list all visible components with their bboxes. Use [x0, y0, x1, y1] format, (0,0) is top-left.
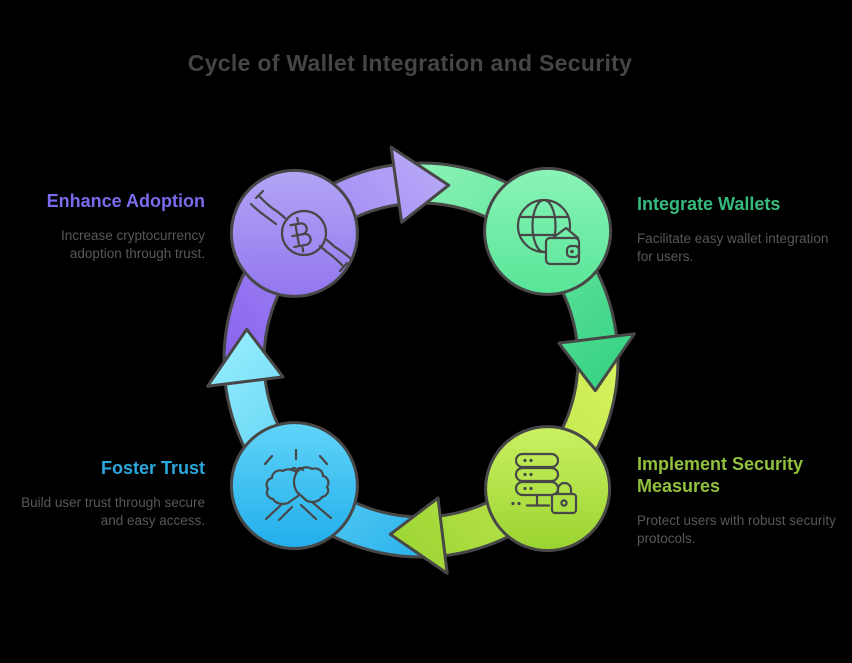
node-label-implement-security: Implement Security Measures [637, 454, 804, 496]
node-text-implement-security: Implement Security Measures Protect user… [637, 454, 852, 548]
node-description-integrate-wallets: Facilitate easy wallet integration for u… [637, 230, 829, 265]
node-label-integrate-wallets: Integrate Wallets [637, 194, 781, 214]
server-lock-icon [511, 452, 578, 515]
node-label-foster-trust: Foster Trust [100, 458, 205, 478]
node-circle-implement-security [484, 425, 612, 553]
node-circle-integrate-wallets [483, 166, 613, 296]
fist-bump-icon [263, 448, 333, 522]
node-label-enhance-adoption: Enhance Adoption [46, 191, 205, 211]
arrowhead-security-to-foster [388, 496, 449, 575]
node-description-foster-trust: Build user trust through secure and easy… [21, 494, 205, 529]
globe-wallet-icon [516, 198, 581, 266]
arrowhead-integrate-to-security [557, 332, 636, 393]
arrowhead-foster-to-enhance [206, 327, 285, 388]
node-description-implement-security: Protect users with robust security proto… [637, 512, 836, 547]
node-text-integrate-wallets: Integrate Wallets Facilitate easy wallet… [637, 194, 842, 266]
arrowhead-enhance-to-integrate [389, 145, 451, 224]
node-text-foster-trust: Foster Trust Build user trust through se… [15, 458, 205, 530]
node-circle-enhance-adoption [229, 168, 359, 298]
diagram-title: Cycle of Wallet Integration and Security [187, 50, 633, 76]
bitcoin-hands-icon [249, 189, 352, 273]
node-text-enhance-adoption: Enhance Adoption Increase cryptocurrency… [15, 191, 205, 263]
node-description-enhance-adoption: Increase cryptocurrency adoption through… [60, 227, 205, 262]
